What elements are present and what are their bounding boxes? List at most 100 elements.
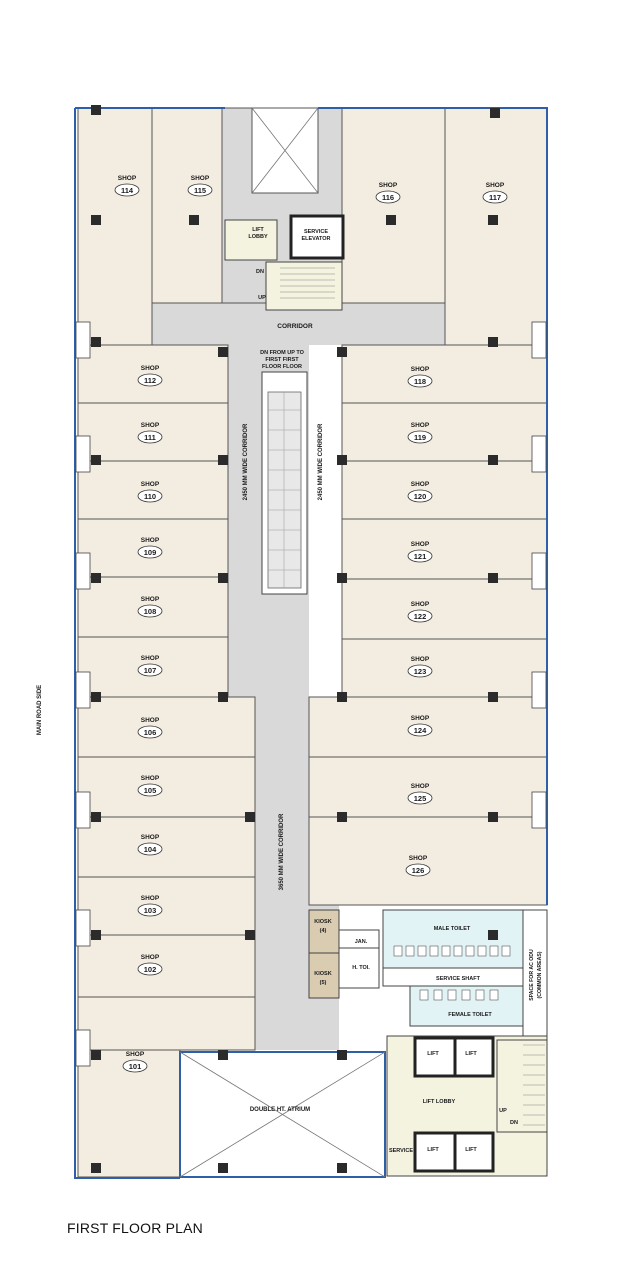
shop-word: SHOP [141,775,160,782]
shop-number-oval [407,549,433,563]
h-toilet-label: H. TOI. [352,965,370,971]
corridor-label: CORRIDOR [277,323,313,330]
shop-number: 122 [414,612,427,621]
lift-4 [453,1131,495,1173]
shop-word: SHOP [411,656,430,663]
shop-number: 114 [121,186,134,195]
main-road-side-label: MAIN ROAD SIDE [37,685,43,735]
shop-word: SHOP [411,481,430,488]
shop-number: 103 [144,906,157,915]
bottom-up-label: UP [499,1108,507,1114]
top-up-label: UP [258,295,266,301]
shop-word: SHOP [141,834,160,841]
lift-lobby-label: LIFT LOBBY [423,1099,456,1105]
shop-number: 104 [144,845,157,854]
shop-104-label: SHOP 104 [137,834,163,856]
shop-116-label: SHOP 116 [375,182,401,204]
shop-number: 126 [412,866,425,875]
shop-number-oval [407,791,433,805]
shop-number-oval [137,962,163,976]
shop-number-oval [137,489,163,503]
shop-number: 107 [144,666,157,675]
shop-115-label: SHOP 115 [187,175,213,197]
kiosk-5-label-2: (5) [320,980,327,986]
plan-title: FIRST FLOOR PLAN [67,1220,203,1236]
shop-number-oval [114,183,140,197]
kiosk-4-label-1: KIOSK [314,919,331,925]
shop-number: 102 [144,965,157,974]
shop-word: SHOP [411,422,430,429]
top-lift-lobby [224,219,278,261]
shop-word: SHOP [409,855,428,862]
lift-1 [413,1036,457,1078]
janitor-label: JAN. [355,939,368,945]
shop-number-oval [407,489,433,503]
shop-word: SHOP [141,954,160,961]
service-elevator-box [289,214,345,260]
shop-word: SHOP [141,422,160,429]
shop-102-label: SHOP 102 [137,954,163,976]
shop-word: SHOP [411,783,430,790]
shop-number: 121 [414,552,427,561]
service-shaft-label: SERVICE SHAFT [436,976,481,982]
lift-4-label: LIFT [465,1147,477,1153]
shop-number-oval [137,373,163,387]
ac-odu-space [522,909,548,1037]
shop-word: SHOP [411,715,430,722]
shop-number-oval [137,545,163,559]
escalator-note-2: FIRST FIRST [265,357,299,363]
top-dn-label: DN [256,269,264,275]
shop-number-oval [137,783,163,797]
shop-115-area [151,107,223,304]
shop-number-oval [407,609,433,623]
shop-word: SHOP [191,175,210,182]
shop-number: 109 [144,548,157,557]
shop-number-oval [137,663,163,677]
shop-number-oval [122,1059,148,1073]
shop-number: 117 [489,193,501,202]
lift-lobby-top-1: LIFT [252,227,264,233]
shop-number: 125 [414,794,427,803]
shop-117-area [444,107,548,346]
shop-word: SHOP [411,601,430,608]
shop-number-oval [137,604,163,618]
shop-word: SHOP [141,717,160,724]
shop-number-oval [407,723,433,737]
shop-number: 119 [414,433,426,442]
shop-number: 110 [144,492,156,501]
shop-word: SHOP [141,537,160,544]
shop-number-oval [187,183,213,197]
shop-number: 116 [382,193,394,202]
shop-word: SHOP [141,655,160,662]
escalator-note-3: FLOOR FLOOR [262,364,302,370]
shop-word: SHOP [379,182,398,189]
lift-2 [453,1036,495,1078]
service-label: SERVICE [389,1148,413,1154]
shop-111-label: SHOP 111 [137,422,163,444]
left-corridor-label: 2450 MM WIDE CORRIDOR [243,423,249,500]
shop-124-label: SHOP 124 [407,715,433,737]
shop-number: 115 [194,186,206,195]
shop-number: 124 [414,726,427,735]
male-toilet-area [382,909,524,969]
male-toilet-label: MALE TOILET [434,926,471,932]
bottom-stair [496,1039,548,1133]
shop-116-area [341,107,446,304]
shop-number-oval [137,725,163,739]
right-corridor-label: 2450 MM WIDE CORRIDOR [318,423,324,500]
shop-number: 111 [144,433,156,442]
shop-number-oval [137,842,163,856]
shop-122-label: SHOP 122 [407,601,433,623]
main-corridor-label: 3650 MM WIDE CORRIDOR [279,813,285,890]
ac-space-label-2: (COMMON AREAS) [537,951,543,998]
